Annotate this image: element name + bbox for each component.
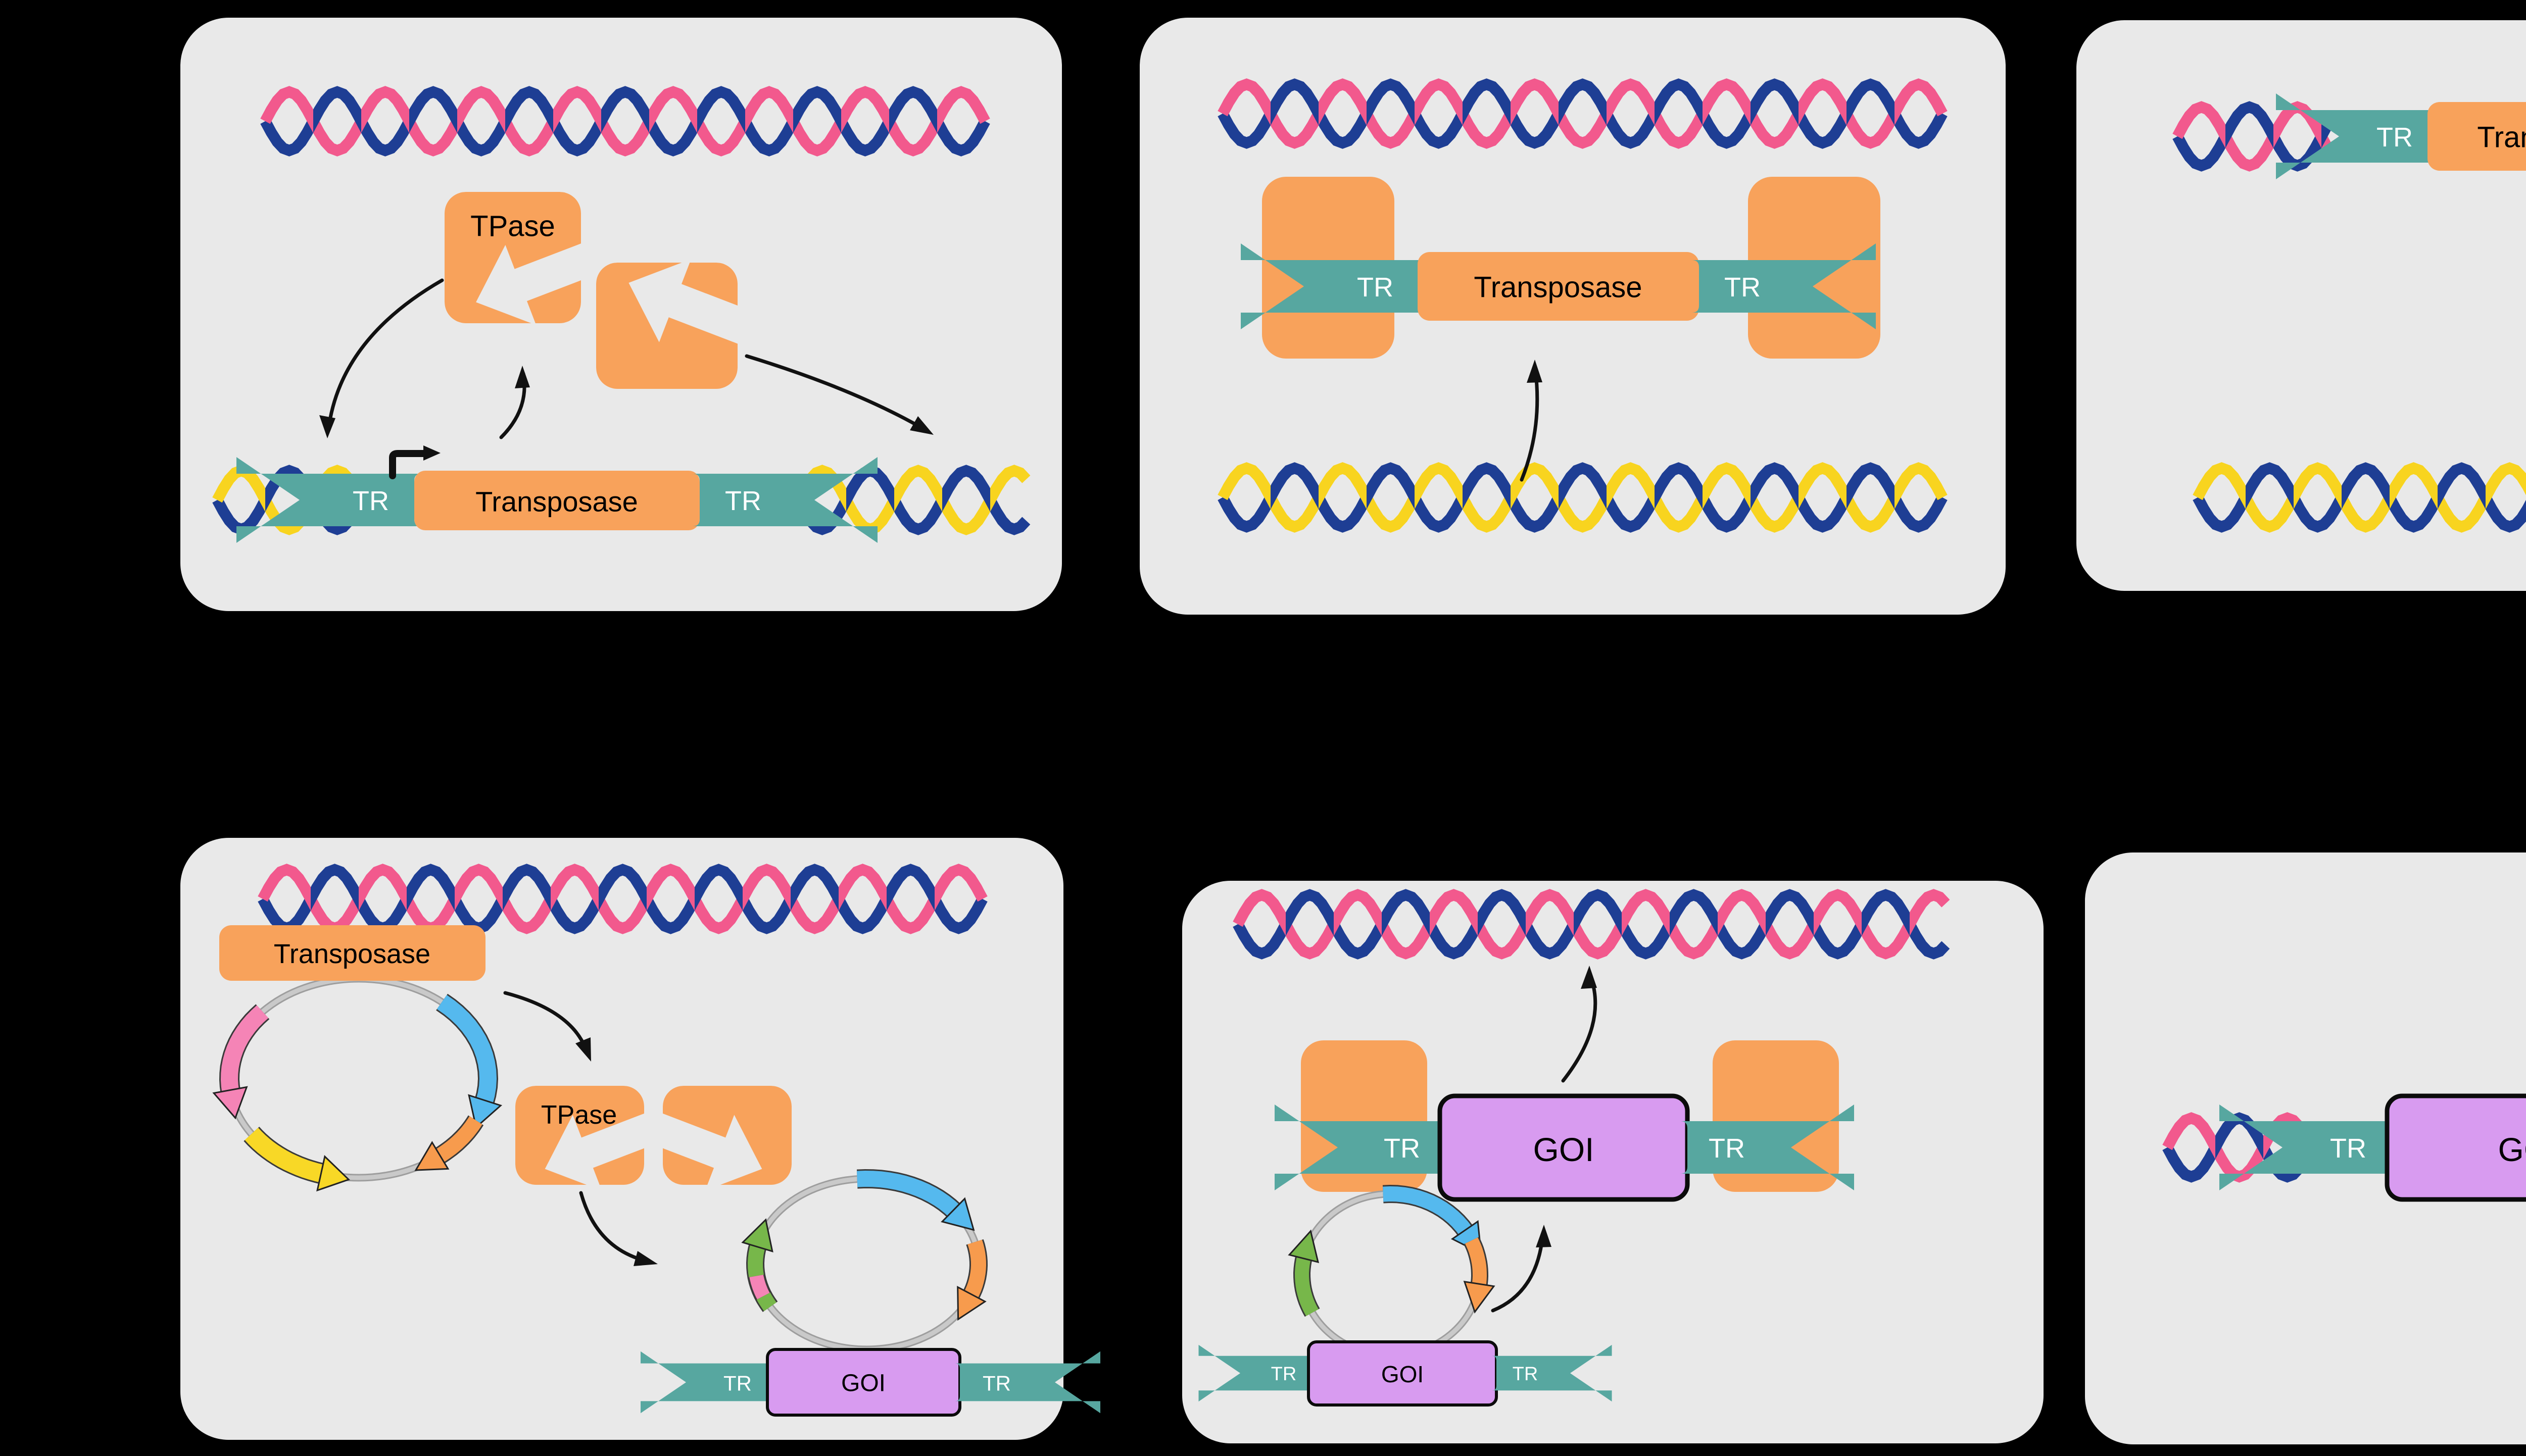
goi-gene-label: GOI: [1381, 1361, 1424, 1387]
tr-label: TR: [1513, 1364, 1538, 1385]
tpase-label: TPase: [541, 1100, 617, 1130]
tr-arrow-right: TR: [693, 457, 878, 543]
plasmid-gene-arrow-pink: [212, 1004, 270, 1120]
arrow-donor-to-cassette: [1520, 372, 1539, 482]
transposase-plasmid-label: Transposase: [274, 939, 430, 969]
tr-arrow-left: TR: [2219, 1104, 2394, 1190]
arrow-tpase-to-goi-plasmid: [579, 1191, 647, 1263]
arrowhead-up-icon: [515, 366, 530, 388]
tr-label: TR: [353, 486, 389, 516]
donor-dna-helix: [1218, 462, 1948, 533]
panel-engineered-2-content: TR GOI TR TR GOI TR: [1198, 889, 1950, 1407]
genomic-dna-helix: [260, 86, 990, 157]
promoter-arrow: [389, 450, 428, 479]
transposase-gene-label: Transposase: [475, 486, 638, 518]
tr-label: TR: [1724, 272, 1761, 303]
plasmid-gene-arrow-blue: [436, 993, 503, 1129]
transposase-gene-box: [414, 471, 700, 530]
tr-arrow-left: TR: [641, 1351, 773, 1414]
transposase-plasmid-label-box: [219, 925, 485, 981]
goi-gene-label: GOI: [2498, 1131, 2526, 1168]
arrowhead-down-icon: [575, 1037, 591, 1062]
tr-arrow-left: TR: [1198, 1344, 1314, 1402]
tr-arrow-left: TR: [1275, 1104, 1447, 1190]
plasmid-gene-arrow-yellow: [244, 1126, 351, 1192]
tr-label: TR: [2330, 1133, 2366, 1164]
goi-gene-label: GOI: [1533, 1131, 1594, 1168]
goi-gene-box: [2385, 1093, 2526, 1202]
panel-natural-3-content: TR Transposase TR: [2172, 93, 2526, 533]
arrow-cassette-to-genome: [1561, 977, 1597, 1083]
arrow-tpase-to-tr-right: [745, 354, 925, 430]
tr-label: TR: [2376, 122, 2413, 153]
tr-label: TR: [725, 486, 761, 516]
arrow-plasmid-to-tpase: [503, 991, 588, 1051]
promoter-arrowhead-icon: [423, 445, 441, 461]
tr-arrow-right: TR: [954, 1351, 1100, 1414]
arrowhead-up-icon: [1536, 1225, 1551, 1247]
plasmid-gene-arrow-green: [1288, 1229, 1320, 1317]
genomic-dna-helix: [1233, 889, 1950, 960]
genomic-dna-helix: [1218, 78, 1948, 149]
panel-natural-2-content: TR Transposase TR: [1218, 78, 1948, 533]
tpase-protein-blob: [515, 1086, 644, 1185]
transposase-gene-label: Transposase: [2477, 121, 2526, 154]
arrowhead-down-icon: [319, 415, 335, 438]
tpase-protein-blob-2: [596, 263, 738, 389]
tpase-protein-blob-2: [663, 1086, 792, 1185]
tr-label: TR: [1384, 1133, 1420, 1164]
transposase-gene-label: Transposase: [1474, 271, 1642, 304]
tr-label: TR: [1357, 272, 1393, 303]
plasmid-gene-arrow-blue: [856, 1169, 975, 1231]
tr-arrow-left: TR: [2276, 93, 2435, 179]
tr-arrow-right: TR: [1680, 1104, 1854, 1190]
tr-arrow-left: TR: [1241, 243, 1425, 329]
arrowhead-up-icon: [1527, 360, 1542, 383]
goi-gene-label: GOI: [841, 1370, 886, 1397]
transposase-gene-box: [2427, 102, 2526, 171]
tr-arrow-right: TR: [1692, 243, 1876, 329]
arrowhead-up-icon: [1581, 966, 1597, 989]
arrow-tpase-to-transposon: [326, 278, 444, 432]
arrowhead-downright-icon: [910, 416, 934, 435]
plasmid-gene-arrow-orange: [1463, 1237, 1495, 1314]
arrow-plasmid-to-cassette: [1491, 1236, 1544, 1313]
plasmid-gene-arrow-orange: [414, 1115, 484, 1171]
transposase-gene-box: [1418, 252, 1699, 321]
tpase-label: TPase: [470, 210, 555, 243]
tr-arrow-right: TR: [1491, 1344, 1612, 1402]
panel-engineered-3-content: TR GOI TR: [2162, 1093, 2526, 1202]
tr-label: TR: [983, 1372, 1011, 1395]
arrowhead-right-icon: [634, 1251, 658, 1266]
plasmid-gene-arrow-orange: [957, 1239, 988, 1321]
panel-natural-1-content: TPase TR Transposase TR: [212, 86, 1031, 543]
plasmid-gene-arrow-pink-sliver: [748, 1274, 771, 1300]
tr-label: TR: [1709, 1133, 1745, 1164]
tpase-protein-blob: [445, 192, 581, 323]
tr-label: TR: [1271, 1364, 1297, 1385]
tr-arrow-left: TR: [236, 457, 421, 543]
tr-label: TR: [723, 1372, 752, 1395]
donor-dna-helix: [2193, 462, 2526, 533]
panel-engineered-1-content: Transposase TPase TR GOI TR: [212, 864, 1100, 1417]
